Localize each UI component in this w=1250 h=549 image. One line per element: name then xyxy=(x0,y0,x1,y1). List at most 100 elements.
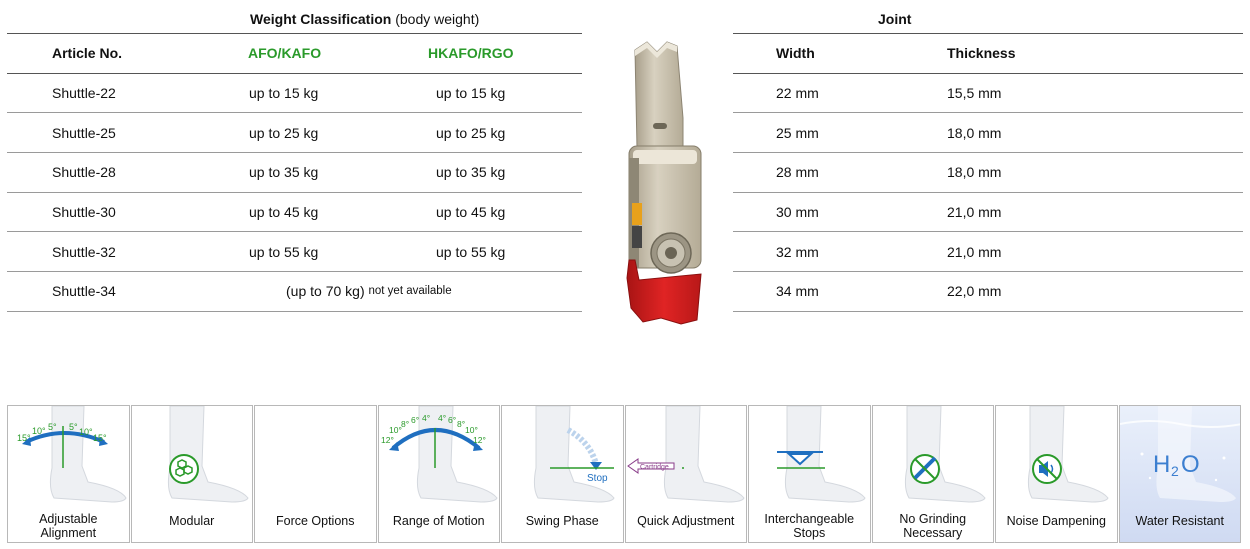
merged-weight-cell: (up to 70 kg) not yet available xyxy=(286,272,452,311)
weight-classification-table: Article No. AFO/KAFO HKAFO/RGO Shuttle-2… xyxy=(7,34,582,312)
scale-tick-label: 4° xyxy=(438,413,446,423)
width-cell: 32 mm xyxy=(776,243,819,260)
swing-phase-icon: Stop xyxy=(533,406,615,503)
thickness-cell: 22,0 mm xyxy=(947,283,1002,300)
hkafo-cell: up to 55 kg xyxy=(436,243,506,260)
scale-tick-label: 6° xyxy=(448,415,456,425)
width-cell: 30 mm xyxy=(776,204,819,221)
table-row: 32 mm 21,0 mm xyxy=(733,232,1243,273)
feature-label: Water Resistant xyxy=(1135,514,1224,528)
table-row: 30 mm 21,0 mm xyxy=(733,193,1243,233)
header-thickness: Thickness xyxy=(947,45,1016,62)
feature-adjustable-alignment: 15° 10° 5° 5° 10° 15° Adjustable Alignme… xyxy=(7,405,130,543)
feature-swing-phase: Stop Swing Phase xyxy=(501,405,624,543)
feature-interchangeable-stops: Interchangeable Stops xyxy=(748,405,871,543)
feature-label: Force Options xyxy=(275,514,355,528)
scale-tick-label: 15° xyxy=(17,433,31,443)
joint-title: Joint xyxy=(878,11,912,27)
no-grinding-icon xyxy=(904,406,986,503)
thickness-cell: 15,5 mm xyxy=(947,85,1002,102)
stop-label: Stop xyxy=(587,473,608,484)
article-cell: Shuttle-30 xyxy=(52,204,116,221)
table-row: Shuttle-30 up to 45 kg up to 45 kg xyxy=(7,193,582,233)
hkafo-cell: up to 35 kg xyxy=(436,164,506,181)
feature-range-of-motion: 12° 10° 8° 6° 4° 4° 6° 8° 10° 12° Range … xyxy=(377,405,500,543)
table-row: Shuttle-25 up to 25 kg up to 25 kg xyxy=(7,113,582,154)
hkafo-cell: up to 15 kg xyxy=(436,85,506,102)
scale-tick-label: 12° xyxy=(473,435,486,445)
feature-label: Interchangeable Stops xyxy=(764,512,855,540)
range-of-motion-scale-icon: 12° 10° 8° 6° 4° 4° 6° 8° 10° 12° xyxy=(381,406,498,503)
feature-water-resistant: H 2 O Water Resistant xyxy=(1118,405,1241,543)
scale-tick-label: 5° xyxy=(48,422,57,432)
width-cell: 28 mm xyxy=(776,164,819,181)
article-cell: Shuttle-25 xyxy=(52,124,116,141)
feature-label: Swing Phase xyxy=(525,514,599,528)
article-cell: Shuttle-34 xyxy=(52,283,116,300)
hkafo-cell: up to 25 kg xyxy=(436,124,506,141)
thickness-cell: 21,0 mm xyxy=(947,243,1002,260)
thickness-cell: 18,0 mm xyxy=(947,164,1002,181)
header-width: Width xyxy=(776,45,815,62)
scale-tick-label: 12° xyxy=(381,435,394,445)
modular-hexagons-icon xyxy=(167,406,249,503)
weight-classification-title: Weight Classification (body weight) xyxy=(250,11,480,27)
afo-cell: up to 45 kg xyxy=(249,204,319,221)
availability-note: not yet available xyxy=(368,285,452,298)
feature-icon-strip: 15° 10° 5° 5° 10° 15° Adjustable Alignme… xyxy=(7,405,1242,543)
thickness-cell: 18,0 mm xyxy=(947,124,1002,141)
feature-noise-dampening: Noise Dampening xyxy=(995,405,1118,543)
scale-tick-label: 10° xyxy=(32,426,46,436)
afo-cell: up to 55 kg xyxy=(249,243,319,260)
article-cell: Shuttle-28 xyxy=(52,164,116,181)
stop-wedge-icon xyxy=(777,406,866,503)
article-cell: Shuttle-22 xyxy=(52,85,116,102)
table-row: Shuttle-34 (up to 70 kg) not yet availab… xyxy=(7,272,582,312)
thickness-cell: 21,0 mm xyxy=(947,204,1002,221)
scale-tick-label: 4° xyxy=(422,413,430,423)
water-h2o-icon: H 2 O xyxy=(1119,406,1241,502)
width-cell: 25 mm xyxy=(776,124,819,141)
scale-tick-label: 15° xyxy=(93,433,107,443)
scale-tick-label: 10° xyxy=(79,427,93,437)
table-row: Shuttle-28 up to 35 kg up to 35 kg xyxy=(7,153,582,193)
afo-cell: up to 15 kg xyxy=(249,85,319,102)
alignment-scale-icon: 15° 10° 5° 5° 10° 15° xyxy=(17,406,127,503)
cartridge-label: Cartridge xyxy=(640,464,669,471)
merged-weight-value: (up to 70 kg) xyxy=(286,283,365,300)
shuttle-joint-image xyxy=(626,41,702,325)
feature-label: Quick Adjustment xyxy=(637,514,735,528)
table-row: 34 mm 22,0 mm xyxy=(733,272,1243,312)
feature-label: No Grinding Necessary xyxy=(899,512,967,540)
table-header-row: Article No. AFO/KAFO HKAFO/RGO xyxy=(7,34,582,74)
cartridge-arrow-icon: Cartridge xyxy=(626,406,745,503)
table-row: 25 mm 18,0 mm xyxy=(733,113,1243,154)
joint-top-rule xyxy=(733,33,1243,34)
afo-cell: up to 35 kg xyxy=(249,164,319,181)
hkafo-cell: up to 45 kg xyxy=(436,204,506,221)
feature-label: Noise Dampening xyxy=(1006,514,1106,528)
formula-h: H xyxy=(1153,451,1170,478)
joint-dimensions-table: Width Thickness 22 mm 15,5 mm 25 mm 18,0… xyxy=(733,34,1243,312)
feature-label: Adjustable Alignment xyxy=(39,512,98,540)
feature-no-grinding: No Grinding Necessary xyxy=(871,405,994,543)
width-cell: 34 mm xyxy=(776,283,819,300)
table-row: 22 mm 15,5 mm xyxy=(733,74,1243,114)
feature-modular: Modular xyxy=(130,405,253,543)
weight-top-rule xyxy=(7,33,582,34)
formula-o: O xyxy=(1181,451,1200,478)
scale-tick-label: 8° xyxy=(457,419,465,429)
article-cell: Shuttle-32 xyxy=(52,243,116,260)
scale-tick-label: 10° xyxy=(389,425,402,435)
header-hkafo-rgo: HKAFO/RGO xyxy=(428,45,514,62)
table-row: 28 mm 18,0 mm xyxy=(733,153,1243,193)
header-article-no: Article No. xyxy=(52,45,123,62)
scale-tick-label: 10° xyxy=(465,425,478,435)
width-cell: 22 mm xyxy=(776,85,819,102)
feature-label: Modular xyxy=(169,514,215,528)
formula-subscript: 2 xyxy=(1171,463,1179,479)
header-afo-kafo: AFO/KAFO xyxy=(248,45,322,62)
feature-force-options: Force Options xyxy=(254,405,377,543)
feature-label: Range of Motion xyxy=(392,514,485,528)
table-row: Shuttle-32 up to 55 kg up to 55 kg xyxy=(7,232,582,273)
